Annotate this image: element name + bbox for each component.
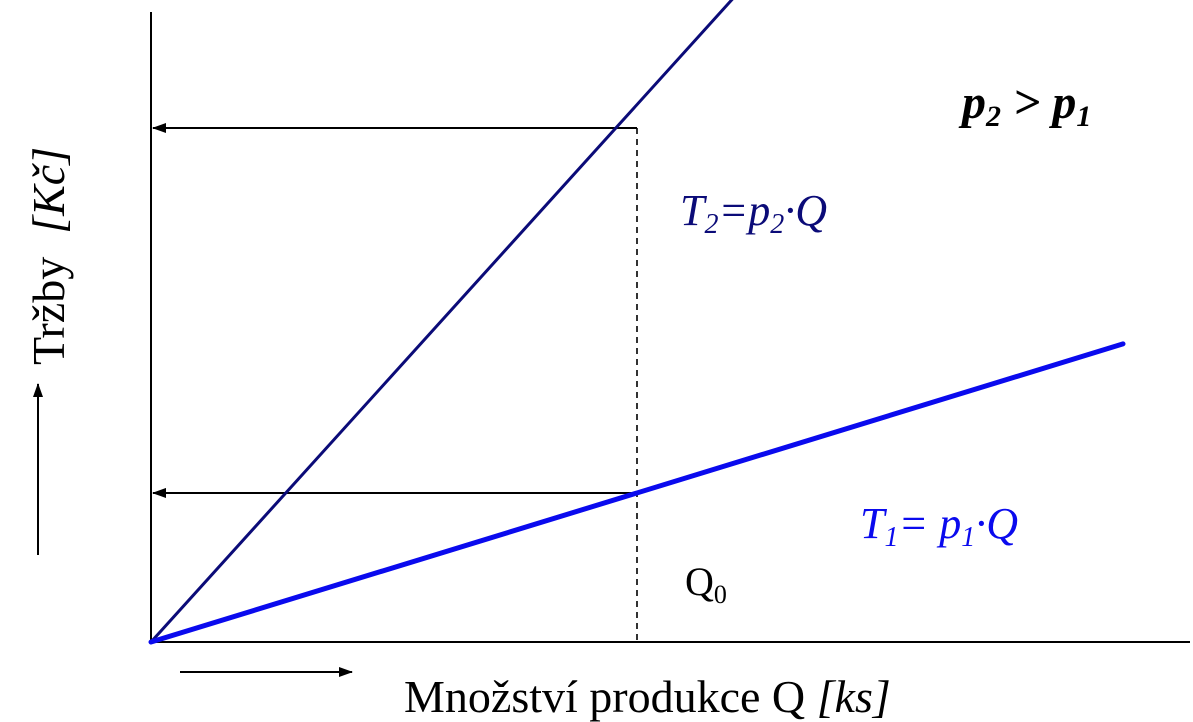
y-axis-label: Tržby [Kč] [23, 147, 74, 365]
q0-label: Q0 [685, 559, 727, 609]
price-comparison-annotation: p2 > p1 [958, 76, 1091, 133]
series-line-t1 [148, 341, 1126, 645]
series-label-t1: T1= p1·Q [860, 499, 1018, 553]
series-label-t2: T2=p2·Q [680, 186, 827, 240]
series-line-t2 [149, 0, 734, 644]
x-axis-label: Množství produkce Q [ks] [404, 671, 891, 722]
